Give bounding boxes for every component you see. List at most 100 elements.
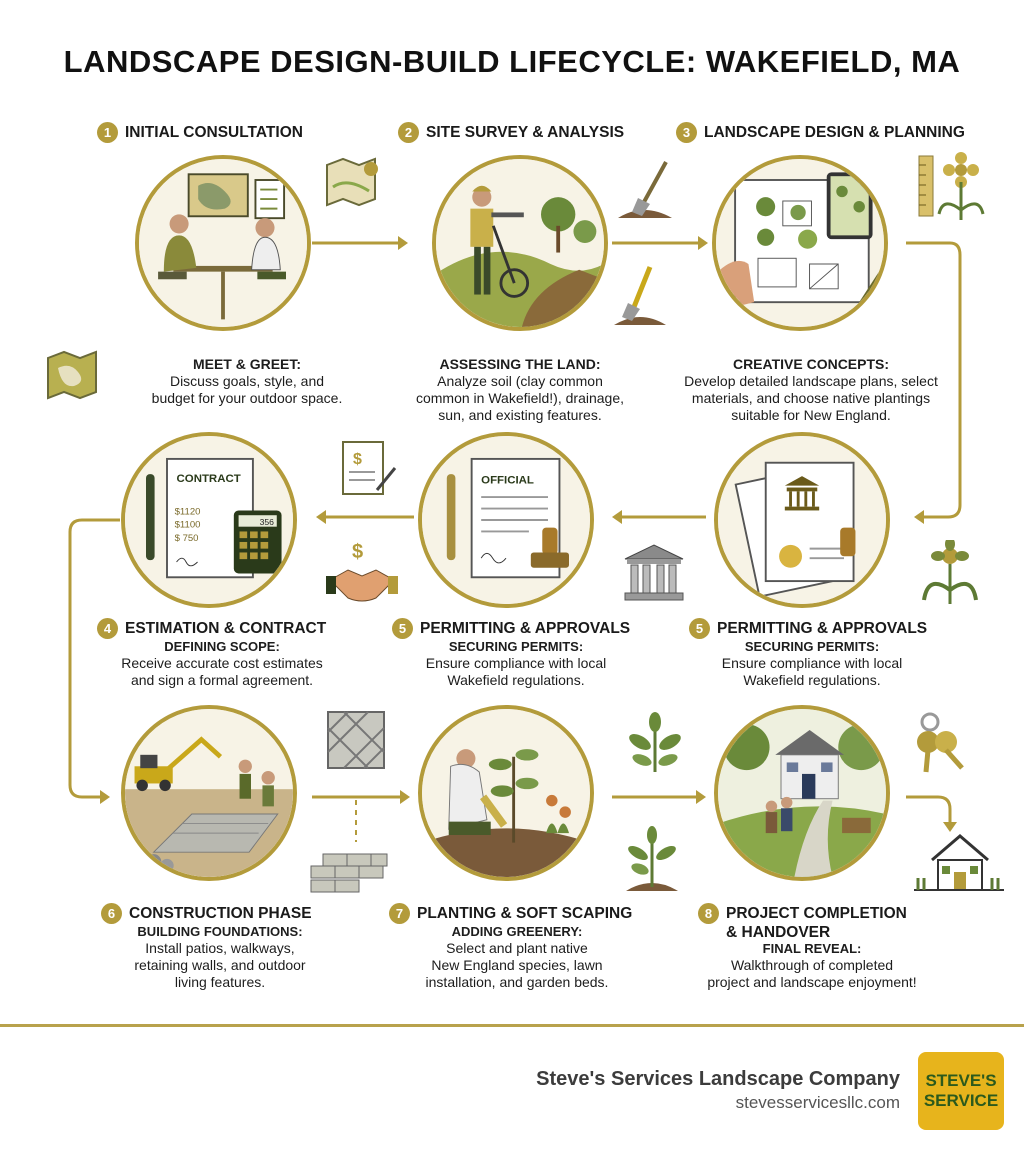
official-permit-illustration: OFFICIAL — [418, 432, 594, 608]
ruler-icon — [918, 155, 934, 217]
site-survey-illustration — [432, 155, 608, 331]
step-8-line-2: project and landscape enjoyment! — [707, 974, 917, 990]
step-3-line-3: suitable for New England. — [731, 407, 891, 423]
step-8-lead: FINAL REVEAL: — [762, 941, 862, 956]
step-1-title: INITIAL CONSULTATION — [125, 123, 303, 141]
step-number-badge: 6 — [101, 903, 122, 924]
step-8-description: FINAL REVEAL: Walkthrough of completed p… — [682, 940, 942, 991]
step-number-badge: 1 — [97, 122, 118, 143]
step-7-line-3: installation, and garden beds. — [425, 974, 609, 990]
bricks-icon — [310, 853, 388, 893]
step-number-badge: 7 — [389, 903, 410, 924]
company-block: Steve's Services Landscape Company steve… — [536, 1068, 900, 1113]
consultation-illustration — [135, 155, 311, 331]
footer-divider — [0, 1024, 1024, 1027]
step-5a-line-2: Wakefield regulations. — [447, 672, 585, 688]
step-3-description: CREATIVE CONCEPTS: Develop detailed land… — [672, 356, 950, 424]
step-5a-lead: SECURING PERMITS: — [448, 639, 584, 654]
step-1-line-2: budget for your outdoor space. — [151, 390, 343, 406]
design-planning-illustration — [712, 155, 888, 331]
step-6-heading: 6 CONSTRUCTION PHASE — [101, 903, 312, 924]
step-2-line-2: common in Wakefield!), drainage, — [415, 390, 625, 406]
step-4-heading: 4 ESTIMATION & CONTRACT — [97, 618, 326, 639]
step-8-heading: 8 PROJECT COMPLETION & HANDOVER — [698, 903, 907, 942]
step-5a-heading: 5 PERMITTING & APPROVALS — [392, 618, 630, 639]
house-icon — [914, 834, 1004, 891]
step-5a-line-1: Ensure compliance with local — [425, 655, 607, 671]
step-1-line-1: Discuss goals, style, and — [169, 373, 325, 389]
step-6-line-2: retaining walls, and outdoor — [134, 957, 306, 973]
flower-icon — [937, 152, 985, 220]
contract-line-3: $ 750 — [175, 533, 199, 544]
step-7-description: ADDING GREENERY: Select and plant native… — [404, 923, 630, 991]
step-5b-line-1: Ensure compliance with local — [721, 655, 903, 671]
step-6-lead: BUILDING FOUNDATIONS: — [137, 924, 303, 939]
official-label: OFFICIAL — [481, 475, 534, 487]
arrow-8-out — [906, 795, 952, 828]
step-1-heading: 1 INITIAL CONSULTATION — [97, 122, 303, 143]
step-2-lead: ASSESSING THE LAND: — [439, 356, 601, 372]
step-number-badge: 5 — [392, 618, 413, 639]
map-pin-icon — [326, 157, 378, 207]
step-4-title: ESTIMATION & CONTRACT — [125, 619, 327, 637]
contract-line-2: $1100 — [175, 520, 201, 531]
handshake-icon: $ — [326, 541, 398, 602]
step-7-line-2: New England species, lawn — [431, 957, 603, 973]
construction-illustration — [121, 705, 297, 881]
step-7-lead: ADDING GREENERY: — [451, 924, 583, 939]
seedling-icon — [626, 826, 678, 891]
step-8-title: PROJECT COMPLETION — [726, 904, 907, 922]
step-1-lead: MEET & GREET: — [192, 356, 302, 372]
shovel-icon — [618, 161, 672, 218]
step-7-line-1: Select and plant native — [446, 940, 588, 956]
step-number-badge: 2 — [398, 122, 419, 143]
company-name: Steve's Services Landscape Company — [536, 1068, 900, 1090]
step-number-badge: 5 — [689, 618, 710, 639]
step-5b-title: PERMITTING & APPROVALS — [717, 619, 928, 637]
step-5a-title: PERMITTING & APPROVALS — [420, 619, 631, 637]
step-3-title: LANDSCAPE DESIGN & PLANNING — [704, 123, 965, 141]
step-8-title-line-2: & HANDOVER — [726, 924, 831, 941]
step-6-title: CONSTRUCTION PHASE — [129, 904, 312, 922]
step-8-line-1: Walkthrough of completed — [730, 957, 894, 973]
shovel-icon — [614, 266, 666, 325]
company-website: stevesservicesllc.com — [735, 1093, 900, 1112]
flower-icon — [922, 540, 978, 604]
step-number-badge: 8 — [698, 903, 719, 924]
step-3-lead: CREATIVE CONCEPTS: — [732, 356, 890, 372]
step-5a-description: SECURING PERMITS: Ensure compliance with… — [390, 638, 642, 689]
step-number-badge: 4 — [97, 618, 118, 639]
map-icon — [47, 350, 97, 400]
step-3-line-2: materials, and choose native plantings — [691, 390, 931, 406]
step-2-line-1: Analyze soil (clay common — [437, 373, 603, 389]
step-6-description: BUILDING FOUNDATIONS: Install patios, wa… — [110, 923, 330, 991]
seedling-icon — [629, 712, 681, 772]
step-5b-line-2: Wakefield regulations. — [743, 672, 881, 688]
step-2-title: SITE SURVEY & ANALYSIS — [426, 123, 625, 141]
step-2-description: ASSESSING THE LAND: Analyze soil (clay c… — [407, 356, 633, 424]
step-2-heading: 2 SITE SURVEY & ANALYSIS — [398, 122, 624, 143]
paving-tile-icon — [327, 711, 385, 769]
contract-illustration: CONTRACT $1120 $1100 $ 750 356 — [121, 432, 297, 608]
planting-illustration — [418, 705, 594, 881]
step-4-line-2: and sign a formal agreement. — [130, 672, 314, 688]
step-number-badge: 3 — [676, 122, 697, 143]
step-1-description: MEET & GREET: Discuss goals, style, and … — [132, 356, 362, 407]
step-4-lead: DEFINING SCOPE: — [164, 639, 280, 654]
company-logo: STEVE'S SERVICE — [918, 1052, 1004, 1130]
step-6-line-3: living features. — [174, 974, 266, 990]
step-7-title: PLANTING & SOFT SCAPING — [417, 904, 633, 922]
invoice-icon: $ — [342, 441, 397, 495]
step-7-heading: 7 PLANTING & SOFT SCAPING — [389, 903, 632, 924]
step-5b-lead: SECURING PERMITS: — [744, 639, 880, 654]
step-5b-description: SECURING PERMITS: Ensure compliance with… — [686, 638, 938, 689]
calculator-display: 356 — [260, 517, 275, 527]
svg-text:$: $ — [353, 451, 362, 468]
svg-text:$: $ — [352, 541, 363, 563]
step-4-line-1: Receive accurate cost estimates — [121, 655, 323, 671]
step-4-description: DEFINING SCOPE: Receive accurate cost es… — [106, 638, 338, 689]
step-3-line-1: Develop detailed landscape plans, select — [684, 373, 938, 389]
project-completion-illustration — [714, 705, 890, 881]
keys-icon — [917, 712, 964, 773]
step-2-line-3: sun, and existing features. — [438, 407, 602, 423]
